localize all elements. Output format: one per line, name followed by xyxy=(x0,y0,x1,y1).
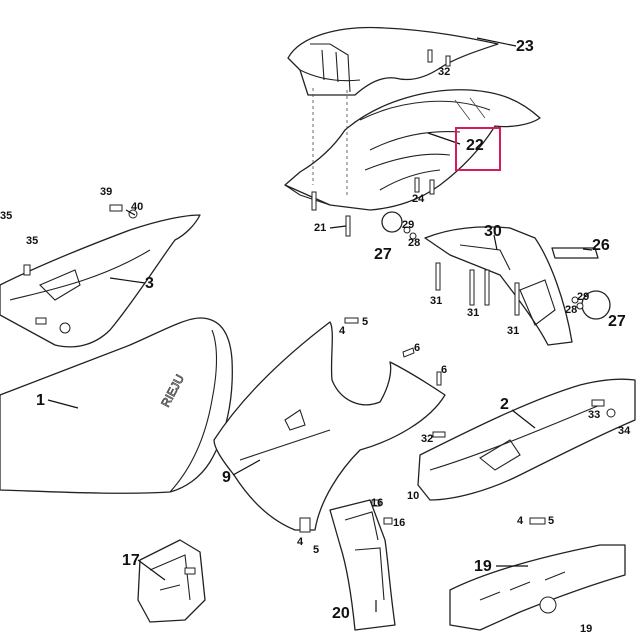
callout-2[interactable]: 2 xyxy=(500,396,509,413)
part-rear-fender-lower xyxy=(284,89,541,211)
callout-3[interactable]: 3 xyxy=(145,275,154,292)
callout-40[interactable]: 40 xyxy=(131,201,143,213)
callout-31-c[interactable]: 31 xyxy=(507,325,519,337)
part-side-panel-left xyxy=(0,214,201,348)
callout-21[interactable]: 21 xyxy=(314,222,326,234)
callout-33[interactable]: 33 xyxy=(588,409,600,421)
callout-32-mid[interactable]: 32 xyxy=(421,433,433,445)
callout-26[interactable]: 26 xyxy=(592,237,610,254)
callout-10[interactable]: 10 xyxy=(407,490,419,502)
part-side-panel-right xyxy=(417,378,636,501)
callout-29-left[interactable]: 29 xyxy=(402,219,414,231)
callout-4-left[interactable]: 4 xyxy=(297,536,304,548)
reflector-left xyxy=(381,211,403,233)
callout-28-left[interactable]: 28 xyxy=(408,237,420,249)
callout-23[interactable]: 23 xyxy=(516,38,534,55)
callout-9[interactable]: 9 xyxy=(222,469,231,486)
callout-31-a[interactable]: 31 xyxy=(430,295,442,307)
callout-16-b[interactable]: 16 xyxy=(393,517,405,529)
part-rear-fender xyxy=(287,26,499,96)
callout-35-b[interactable]: 35 xyxy=(26,235,38,247)
callout-4-top[interactable]: 4 xyxy=(339,325,346,337)
part-license-plate-holder xyxy=(424,226,573,346)
callout-17[interactable]: 17 xyxy=(122,552,140,569)
callout-5-right[interactable]: 5 xyxy=(548,515,554,527)
callout-34[interactable]: 34 xyxy=(618,425,631,437)
part-radiator-shroud xyxy=(213,321,446,531)
callout-1[interactable]: 1 xyxy=(36,392,45,409)
callout-highlight-box xyxy=(455,127,501,171)
callout-5-left[interactable]: 5 xyxy=(313,544,319,556)
part-chain-guard xyxy=(449,544,626,631)
part-chain-guide xyxy=(329,499,396,631)
callout-20[interactable]: 20 xyxy=(332,605,350,622)
callout-27-left[interactable]: 27 xyxy=(374,246,392,263)
callout-5-top[interactable]: 5 xyxy=(362,316,368,328)
part-26 xyxy=(551,247,599,259)
callout-31-b[interactable]: 31 xyxy=(467,307,479,319)
callout-19[interactable]: 19 xyxy=(474,558,492,575)
fasteners xyxy=(23,49,616,575)
callout-24[interactable]: 24 xyxy=(412,193,425,205)
callout-6-b[interactable]: 6 xyxy=(441,364,447,376)
callout-30[interactable]: 30 xyxy=(484,223,502,240)
callout-6-a[interactable]: 6 xyxy=(414,342,420,354)
part-seat: RIEJU xyxy=(0,317,233,494)
callout-29-right[interactable]: 29 xyxy=(577,291,589,303)
callout-16-a[interactable]: 16 xyxy=(371,497,383,509)
leader-lines xyxy=(47,37,593,612)
callout-32-top[interactable]: 32 xyxy=(438,66,450,78)
callout-35-a[interactable]: 35 xyxy=(0,210,12,222)
callout-39[interactable]: 39 xyxy=(100,186,112,198)
callout-4-right[interactable]: 4 xyxy=(517,515,524,527)
callout-28-right[interactable]: 28 xyxy=(565,304,577,316)
callout-22[interactable]: 22 xyxy=(466,137,484,154)
callout-19-edge[interactable]: 19 xyxy=(580,623,592,635)
callout-27-right[interactable]: 27 xyxy=(608,313,626,330)
part-17 xyxy=(137,539,206,623)
callout-labels: 23 32 22 24 21 27 29 28 30 26 31 31 31 2… xyxy=(0,38,631,635)
